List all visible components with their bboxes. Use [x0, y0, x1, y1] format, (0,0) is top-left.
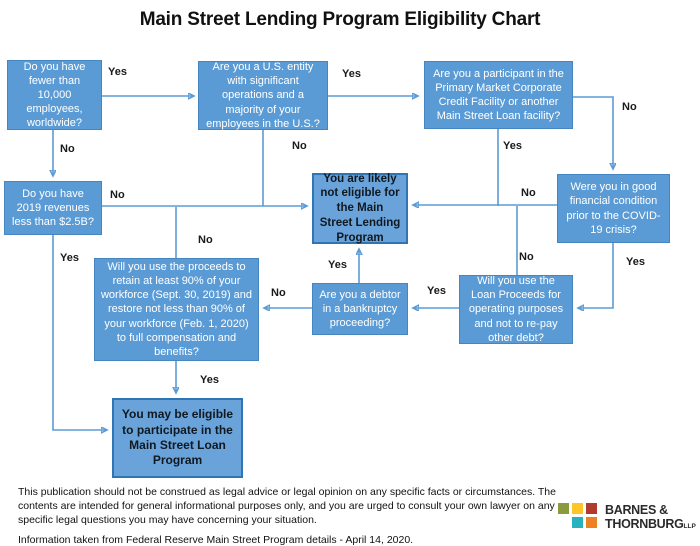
edge-label-usentity-no: No	[292, 140, 307, 152]
edge-label-pmccf-no: No	[622, 101, 637, 113]
edge-label-usentity-yes: Yes	[342, 68, 361, 80]
logo-line1: BARNES &	[605, 503, 668, 517]
node-loan-proceeds: Will you use the Loan Proceeds for opera…	[459, 275, 573, 344]
edge-label-revenues-yes: Yes	[60, 252, 79, 264]
edge-label-financial-yes: Yes	[626, 256, 645, 268]
edge-label-bankruptcy-no: No	[271, 287, 286, 299]
edge-label-employees-no: No	[60, 143, 75, 155]
logo-llp: LLP	[683, 523, 696, 530]
node-financial-condition: Were you in good financial condition pri…	[557, 174, 670, 243]
edge-label-financial-no: No	[521, 187, 536, 199]
edge-label-bankruptcy-yes: Yes	[328, 259, 347, 271]
logo-square-teal	[572, 517, 583, 528]
logo-wordmark: BARNES & THORNBURGLLP	[605, 503, 696, 531]
edge-financial-yes-path	[579, 243, 614, 308]
node-us-entity: Are you a U.S. entity with significant o…	[198, 61, 328, 130]
source-text: Information taken from Federal Reserve M…	[18, 533, 414, 546]
page-title: Main Street Lending Program Eligibility …	[139, 9, 541, 30]
logo-line2: THORNBURGLLP	[605, 517, 696, 531]
edge-label-loanproceeds-yes: Yes	[427, 285, 446, 297]
node-may-be-eligible: You may be eligible to participate in th…	[112, 398, 243, 478]
disclaimer-text: This publication should not be construed…	[18, 486, 556, 526]
logo-square-olive	[558, 503, 569, 514]
logo-square-red	[586, 503, 597, 514]
edge-label-revenues-no: No	[110, 189, 125, 201]
logo-square-orange	[586, 517, 597, 528]
node-bankruptcy: Are you a debtor in a bankruptcy proceed…	[312, 283, 408, 335]
node-employees: Do you have fewer than 10,000 employees,…	[7, 60, 102, 130]
node-not-eligible: You are likely not eligible for the Main…	[312, 173, 408, 244]
footer: This publication should not be construed…	[18, 486, 563, 546]
edge-label-loanproceeds-no: No	[519, 251, 534, 263]
node-pmccf: Are you a participant in the Primary Mar…	[424, 61, 573, 129]
node-workforce: Will you use the proceeds to retain at l…	[94, 258, 259, 361]
edge-label-employees-yes: Yes	[108, 66, 127, 78]
edge-pmccf-no-path	[573, 96, 613, 168]
node-revenues: Do you have 2019 revenues less than $2.5…	[4, 181, 102, 235]
edge-label-pmccf-yes: Yes	[503, 140, 522, 152]
barnes-thornburg-logo: BARNES & THORNBURGLLP	[558, 503, 698, 531]
logo-square-gold	[572, 503, 583, 514]
logo-squares	[558, 503, 600, 528]
edge-label-workforce-no: No	[198, 234, 213, 246]
edge-label-workforce-yes: Yes	[200, 374, 219, 386]
